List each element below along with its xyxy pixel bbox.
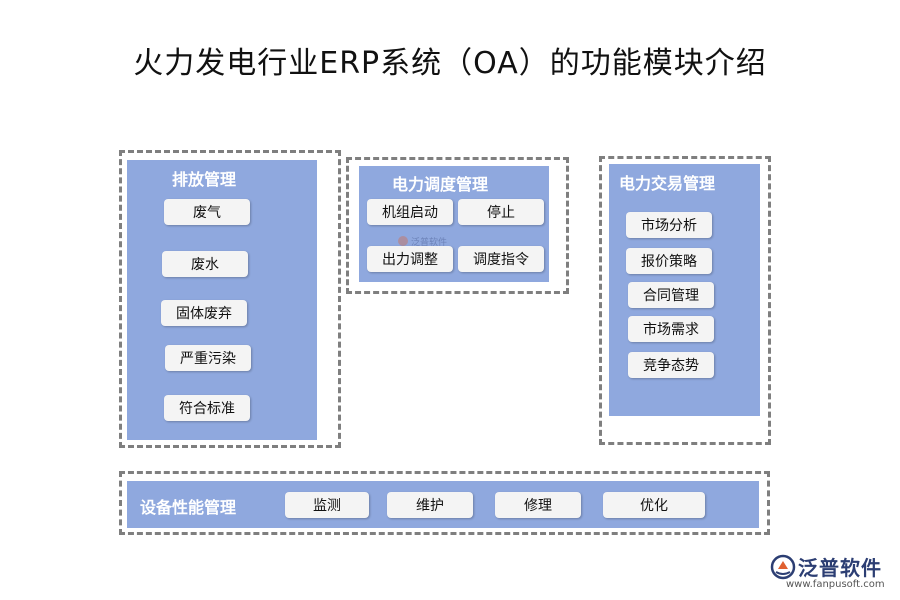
trading-item-competition[interactable]: 竞争态势	[628, 352, 714, 378]
emission-item-severe-pollution[interactable]: 严重污染	[165, 345, 251, 371]
watermark-logo-icon	[398, 236, 408, 246]
equipment-item-monitor[interactable]: 监测	[285, 492, 369, 518]
brand-logo-icon	[770, 554, 796, 580]
equipment-item-optimize[interactable]: 优化	[603, 492, 705, 518]
trading-group-frame	[599, 156, 771, 445]
brand-logo: 泛普软件 www.fanpusoft.com	[768, 552, 894, 598]
equipment-title: 设备性能管理	[140, 498, 237, 517]
dispatch-group-frame	[346, 157, 569, 294]
emission-title: 排放管理	[172, 170, 237, 189]
dispatch-item-unit-start[interactable]: 机组启动	[367, 199, 453, 225]
brand-logo-name: 泛普软件	[798, 556, 882, 580]
page-title: 火力发电行业ERP系统（OA）的功能模块介绍	[133, 46, 767, 81]
emission-item-solid-waste[interactable]: 固体废弃	[161, 300, 247, 326]
equipment-item-maintain[interactable]: 维护	[387, 492, 473, 518]
emission-item-waste-gas[interactable]: 废气	[164, 199, 250, 225]
trading-item-market-demand[interactable]: 市场需求	[628, 316, 714, 342]
dispatch-title: 电力调度管理	[392, 175, 489, 194]
equipment-item-repair[interactable]: 修理	[495, 492, 581, 518]
dispatch-item-output-adjust[interactable]: 出力调整	[367, 246, 453, 272]
emission-item-waste-water[interactable]: 废水	[162, 251, 248, 277]
watermark-text: 泛普软件	[411, 237, 448, 248]
trading-item-market-analysis[interactable]: 市场分析	[626, 212, 712, 238]
trading-item-contract-management[interactable]: 合同管理	[628, 282, 714, 308]
dispatch-item-stop[interactable]: 停止	[458, 199, 544, 225]
trading-item-quote-strategy[interactable]: 报价策略	[626, 248, 712, 274]
equipment-group-frame	[119, 471, 770, 535]
trading-title: 电力交易管理	[619, 174, 716, 193]
dispatch-item-dispatch-order[interactable]: 调度指令	[458, 246, 544, 272]
emission-group-frame	[119, 150, 341, 448]
brand-logo-url: www.fanpusoft.com	[786, 579, 885, 590]
emission-item-meets-standard[interactable]: 符合标准	[164, 395, 250, 421]
watermark: 泛普软件	[398, 234, 458, 248]
